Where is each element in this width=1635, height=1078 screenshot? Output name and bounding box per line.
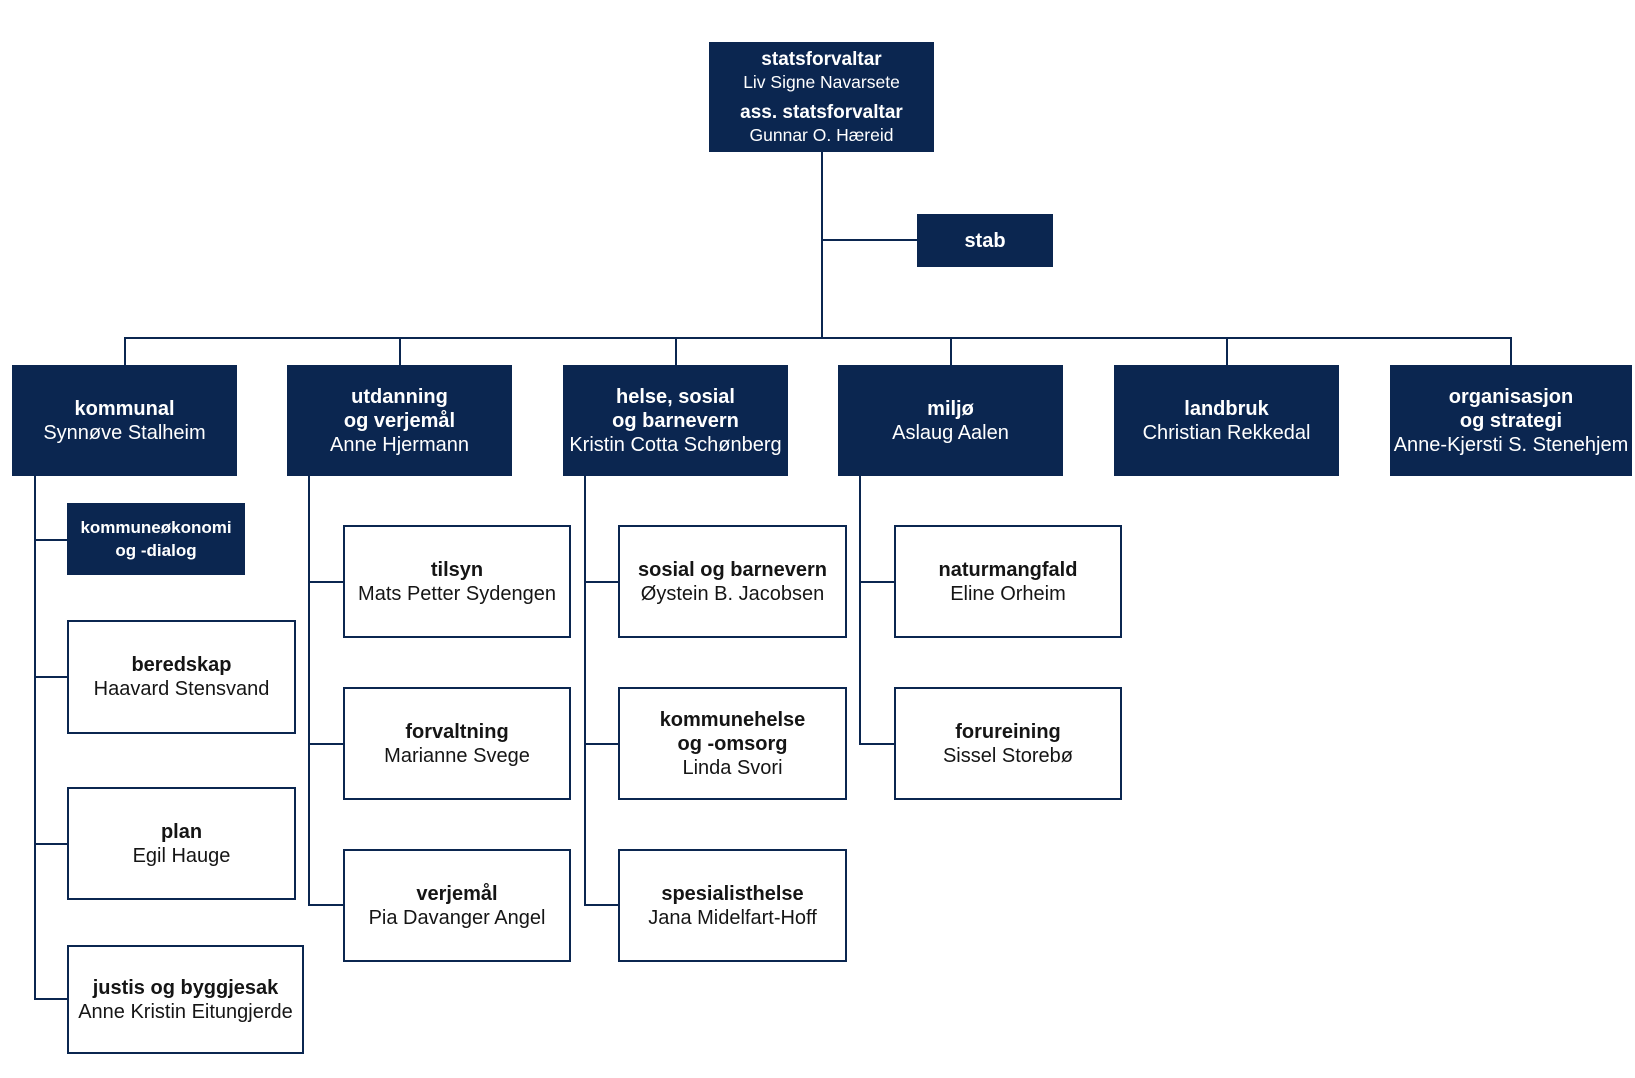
connector-helse-branch <box>584 904 618 906</box>
department-title: landbruk <box>1184 397 1269 420</box>
connector-utdanning-branch <box>308 904 343 906</box>
stab-title: stab <box>964 229 1006 252</box>
unit-head: Anne Kristin Eitungjerde <box>78 1000 293 1023</box>
unit-title: beredskap <box>131 654 232 676</box>
connector-kommunal-vertical <box>34 476 36 1000</box>
department-head: Anne Hjermann <box>330 433 469 456</box>
unit-head: Øystein B. Jacobsen <box>640 582 825 605</box>
department-title: organisasjon og strategi <box>1448 385 1574 432</box>
unit-box-tilsyn: tilsyn Mats Petter Sydengen <box>343 525 571 638</box>
connector-line-stab <box>822 239 917 241</box>
unit-head: Pia Davanger Angel <box>368 906 546 929</box>
connector-line-main-horizontal <box>124 337 1512 339</box>
unit-head: Sissel Storebø <box>942 744 1074 767</box>
connector-drop-utdanning <box>399 338 401 365</box>
department-title: helse, sosial og barnevern <box>612 385 739 432</box>
unit-box-justis: justis og byggjesak Anne Kristin Eitungj… <box>67 945 304 1054</box>
department-title: miljø <box>927 397 974 420</box>
department-title: kommunal <box>74 397 175 420</box>
connector-helse-vertical <box>584 476 586 906</box>
unit-head: Eline Orheim <box>950 582 1066 605</box>
connector-drop-miljo <box>950 338 952 365</box>
connector-drop-organisasjon <box>1510 338 1512 365</box>
unit-head: Marianne Svege <box>384 744 530 767</box>
unit-box-spesialisthelse: spesialisthelse Jana Midelfart-Hoff <box>618 849 847 962</box>
unit-title: justis og byggjesak <box>92 976 279 999</box>
connector-utdanning-vertical <box>308 476 310 906</box>
unit-head: Mats Petter Sydengen <box>358 582 556 605</box>
unit-box-sosial-barnevern: sosial og barnevern Øystein B. Jacobsen <box>618 525 847 638</box>
department-head: Kristin Cotta Schønberg <box>569 433 782 456</box>
department-box-landbruk: landbruk Christian Rekkedal <box>1114 365 1339 476</box>
unit-title: kommunehelse og -omsorg <box>659 708 806 755</box>
unit-title: sosial og barnevern <box>638 558 827 581</box>
department-head: Aslaug Aalen <box>892 421 1009 444</box>
unit-title: naturmangfald <box>938 558 1078 581</box>
department-box-organisasjon: organisasjon og strategi Anne-Kjersti S.… <box>1390 365 1632 476</box>
connector-kommunal-branch <box>34 998 67 1000</box>
department-box-helse: helse, sosial og barnevern Kristin Cotta… <box>563 365 788 476</box>
unit-title: verjemål <box>416 882 498 905</box>
unit-box-naturmangfald: naturmangfald Eline Orheim <box>894 525 1122 638</box>
department-box-utdanning: utdanning og verjemål Anne Hjermann <box>287 365 512 476</box>
connector-utdanning-branch <box>308 581 343 583</box>
unit-box-kommunehelse: kommunehelse og -omsorg Linda Svori <box>618 687 847 800</box>
department-head: Christian Rekkedal <box>1142 421 1311 444</box>
stab-box: stab <box>917 214 1053 267</box>
unit-title: forvaltning <box>405 720 509 743</box>
unit-title: spesialisthelse <box>661 882 804 905</box>
department-head: Synnøve Stalheim <box>43 421 206 444</box>
department-box-kommunal: kommunal Synnøve Stalheim <box>12 365 237 476</box>
connector-kommunal-branch <box>34 676 67 678</box>
connector-miljo-vertical <box>859 476 861 745</box>
deputy-title: ass. statsforvaltar <box>740 101 903 123</box>
unit-head: Linda Svori <box>682 756 783 779</box>
unit-head: Jana Midelfart-Hoff <box>648 906 817 929</box>
connector-line-top-vertical <box>821 152 823 339</box>
unit-title: kommuneøkonomi og -dialog <box>80 518 232 560</box>
unit-box-forureining: forureining Sissel Storebø <box>894 687 1122 800</box>
connector-drop-landbruk <box>1226 338 1228 365</box>
leadership-box: statsforvaltar Liv Signe Navarsete ass. … <box>709 42 934 152</box>
department-head: Anne-Kjersti S. Stenehjem <box>1393 433 1629 456</box>
connector-drop-kommunal <box>124 338 126 365</box>
connector-helse-branch <box>584 743 618 745</box>
unit-box-forvaltning: forvaltning Marianne Svege <box>343 687 571 800</box>
connector-miljo-branch <box>859 581 894 583</box>
connector-kommunal-branch <box>34 539 67 541</box>
connector-miljo-branch <box>859 743 894 745</box>
connector-utdanning-branch <box>308 743 343 745</box>
unit-title: plan <box>160 820 203 843</box>
connector-drop-helse <box>675 338 677 365</box>
connector-helse-branch <box>584 581 618 583</box>
unit-head: Egil Hauge <box>132 844 231 867</box>
unit-box-kommuneokonomi: kommuneøkonomi og -dialog <box>67 503 245 575</box>
unit-title: forureining <box>955 720 1061 743</box>
leadership-name: Liv Signe Navarsete <box>743 71 900 92</box>
unit-title: tilsyn <box>430 558 484 581</box>
deputy-name: Gunnar O. Hæreid <box>749 124 894 145</box>
unit-box-beredskap: beredskap Haavard Stensvand <box>67 620 296 734</box>
unit-head: Haavard Stensvand <box>93 678 270 700</box>
unit-box-plan: plan Egil Hauge <box>67 787 296 900</box>
department-title: utdanning og verjemål <box>343 385 456 432</box>
leadership-title: statsforvaltar <box>761 48 882 70</box>
unit-box-verjemal: verjemål Pia Davanger Angel <box>343 849 571 962</box>
department-box-miljo: miljø Aslaug Aalen <box>838 365 1063 476</box>
connector-kommunal-branch <box>34 843 67 845</box>
